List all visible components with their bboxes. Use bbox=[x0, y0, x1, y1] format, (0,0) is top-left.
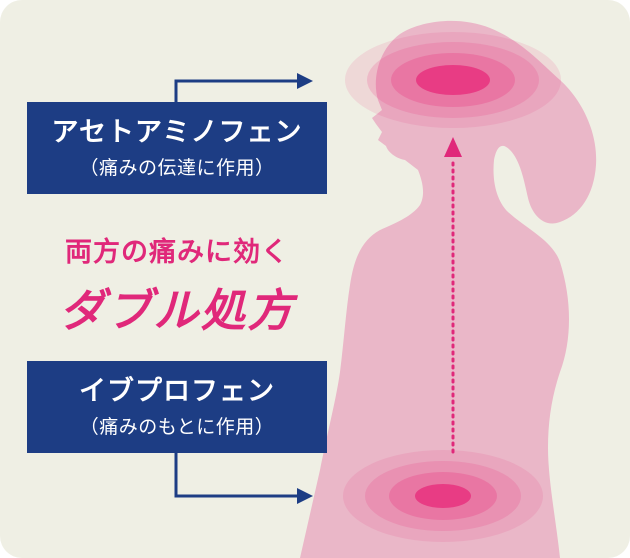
acetaminophen-action: （痛みの伝達に作用） bbox=[79, 157, 275, 179]
acetaminophen-box: アセトアミノフェン （痛みの伝達に作用） bbox=[27, 102, 327, 194]
lower-body-pain-marker bbox=[343, 450, 543, 542]
acetaminophen-name: アセトアミノフェン bbox=[51, 117, 303, 148]
ibuprofen-name: イブプロフェン bbox=[79, 376, 275, 407]
pain-signal-arrow bbox=[444, 137, 462, 454]
ibuprofen-connector-arrow bbox=[174, 453, 313, 504]
female-silhouette bbox=[300, 20, 597, 558]
acetaminophen-connector-arrow bbox=[174, 73, 313, 102]
ibuprofen-box: イブプロフェン （痛みのもとに作用） bbox=[27, 361, 327, 453]
ibuprofen-action: （痛みのもとに作用） bbox=[79, 416, 275, 438]
caption-double-formula: ダブル処方 bbox=[59, 284, 295, 337]
caption-effect: 両方の痛みに効く bbox=[65, 237, 289, 268]
head-pain-marker bbox=[345, 32, 561, 128]
